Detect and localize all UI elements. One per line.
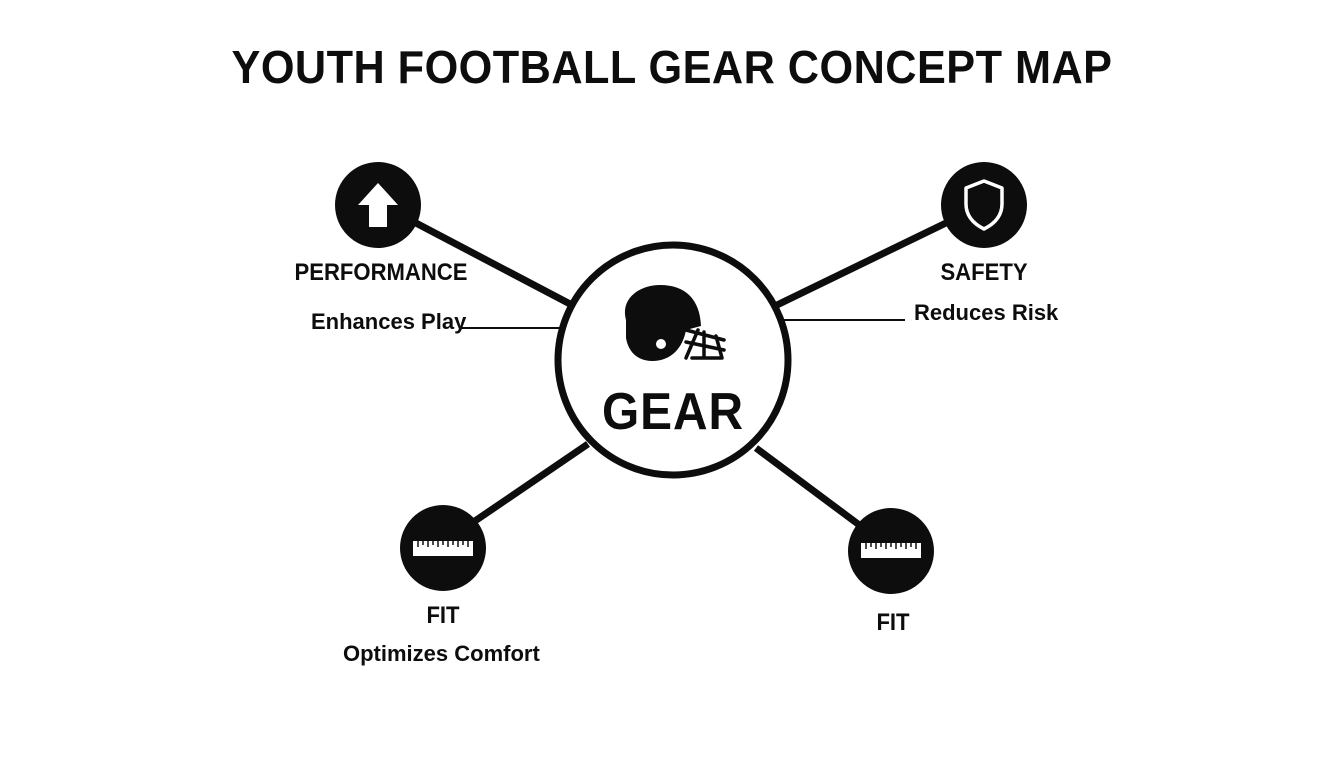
page-title: YOUTH FOOTBALL GEAR CONCEPT MAP	[231, 41, 1113, 93]
safety-node	[941, 162, 1027, 248]
connector-fit-right	[753, 445, 865, 530]
fit-left-label: FIT	[426, 602, 460, 629]
connector-performance	[412, 218, 574, 309]
performance-node	[335, 162, 421, 248]
fit-right-node	[848, 508, 934, 594]
fit-left-node	[400, 505, 486, 591]
connector-fit-left	[470, 441, 590, 526]
arrow-up-icon	[358, 183, 398, 227]
shield-icon	[964, 179, 1004, 231]
performance-description: Enhances Play	[311, 309, 467, 334]
performance-label: PERFORMANCE	[294, 259, 468, 286]
fit-left-description: Optimizes Comfort	[343, 641, 540, 666]
safety-description: Reduces Risk	[914, 300, 1059, 325]
center-node	[554, 241, 792, 479]
ruler-icon	[861, 543, 921, 558]
safety-label: SAFETY	[940, 259, 1028, 286]
fit-right-label: FIT	[876, 609, 910, 636]
football-helmet-icon	[624, 285, 726, 361]
center-label: GEAR	[602, 383, 744, 441]
connector-safety	[775, 218, 950, 309]
ruler-icon	[413, 541, 473, 556]
